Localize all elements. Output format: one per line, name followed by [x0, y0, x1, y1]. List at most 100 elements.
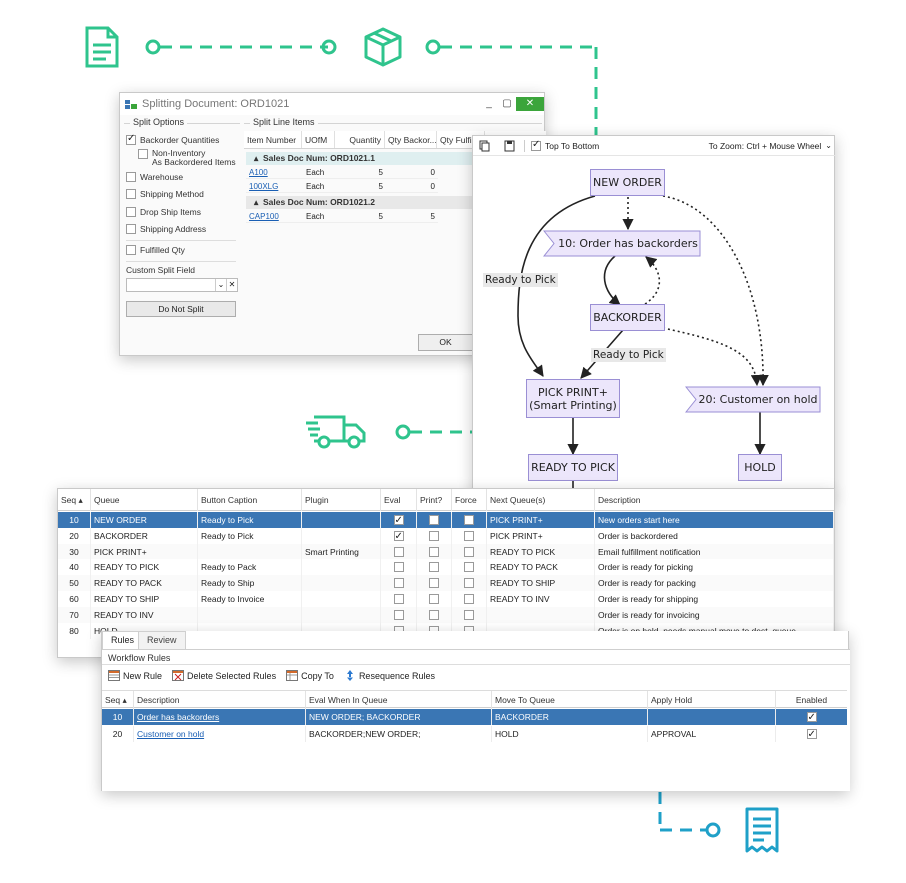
col-qty-backord[interactable]: Qty Backor...	[385, 131, 437, 148]
option-backorder-quantities[interactable]: Backorder Quantities	[126, 133, 219, 145]
cell-caption[interactable]	[198, 543, 302, 560]
cell-caption[interactable]	[198, 622, 302, 639]
col-eval-when-in-queue[interactable]: Eval When In Queue	[306, 691, 492, 709]
cell-caption[interactable]: Ready to Pick	[198, 512, 302, 528]
cell-desc[interactable]: Customer on hold	[134, 726, 306, 742]
option-warehouse[interactable]: Warehouse	[126, 172, 183, 182]
cell-plugin[interactable]	[302, 512, 381, 528]
node-hold[interactable]: HOLD	[738, 454, 782, 481]
cell-queue[interactable]: BACKORDER	[91, 527, 198, 544]
cell-caption[interactable]: Ready to Ship	[198, 575, 302, 592]
node-customer-on-hold[interactable]: 20: Customer on hold	[698, 393, 818, 406]
cell-seq[interactable]: 70	[58, 606, 91, 623]
group-row[interactable]: ▴ Sales Doc Num: ORD1021.2	[246, 196, 546, 209]
option-fulfilled-qty[interactable]: Fulfilled Qty	[126, 245, 185, 255]
cell-seq[interactable]: 40	[58, 559, 91, 576]
cell-queue[interactable]: READY TO SHIP	[91, 591, 198, 607]
option-drop-ship-items[interactable]: Drop Ship Items	[126, 207, 201, 217]
cell-caption[interactable]: Ready to Invoice	[198, 591, 302, 607]
cell-desc[interactable]: New orders start here	[595, 512, 834, 528]
cell-seq[interactable]: 20	[58, 527, 91, 544]
cell-seq[interactable]: 10	[58, 512, 91, 528]
cell-queue[interactable]: READY TO PICK	[91, 559, 198, 576]
cell-queue[interactable]: READY TO PACK	[91, 575, 198, 592]
cell-hold[interactable]	[648, 709, 776, 725]
cell-next[interactable]: PICK PRINT+	[487, 512, 595, 528]
node-new-order[interactable]: NEW ORDER	[590, 169, 665, 196]
cell-next[interactable]: PICK PRINT+	[487, 527, 595, 544]
col-queue[interactable]: Queue	[91, 489, 198, 511]
node-has-backorders[interactable]: 10: Order has backorders	[558, 237, 698, 250]
eval-checkbox[interactable]	[393, 562, 404, 573]
col-seq[interactable]: Seq ▴	[102, 691, 134, 709]
col-description[interactable]: Description	[134, 691, 306, 709]
cell-seq[interactable]: 30	[58, 543, 91, 560]
tab-rules[interactable]: Rules	[102, 631, 144, 649]
cell-plugin[interactable]	[302, 575, 381, 592]
cell-queue[interactable]: READY TO INV	[91, 606, 198, 623]
custom-split-combo[interactable]: ⌄ ✕	[126, 278, 238, 292]
top-to-bottom-checkbox[interactable]	[531, 139, 541, 151]
chevron-down-icon[interactable]: ⌄	[215, 279, 226, 291]
enabled-checkbox[interactable]	[806, 727, 817, 742]
line-item-row[interactable]: CAP100 Each 5 5	[246, 210, 438, 223]
cell-seq[interactable]: 80	[58, 622, 91, 639]
col-button-caption[interactable]: Button Caption	[198, 489, 302, 511]
force-checkbox[interactable]	[464, 515, 474, 525]
col-next-queues[interactable]: Next Queue(s)	[487, 489, 595, 511]
cell-seq[interactable]: 50	[58, 575, 91, 592]
checkbox[interactable]	[126, 245, 136, 255]
col-uofm[interactable]: UOfM	[302, 131, 335, 148]
group-row[interactable]: ▴ Sales Doc Num: ORD1021.1	[246, 152, 546, 165]
col-enabled[interactable]: Enabled	[795, 695, 828, 705]
force-checkbox[interactable]	[464, 594, 474, 604]
cell-next[interactable]: READY TO INV	[487, 591, 595, 607]
cell-desc[interactable]: Order is ready for packing	[595, 575, 834, 592]
node-backorder[interactable]: BACKORDER	[590, 304, 665, 331]
line-item-row[interactable]: 100XLG Each 5 0	[246, 180, 438, 193]
checkbox[interactable]	[138, 149, 148, 159]
cell-plugin[interactable]	[302, 606, 381, 623]
force-checkbox[interactable]	[464, 562, 474, 573]
col-plugin[interactable]: Plugin	[302, 489, 381, 511]
maximize-button[interactable]: ▢	[502, 98, 512, 109]
col-move-to-queue[interactable]: Move To Queue	[492, 691, 648, 709]
print-checkbox[interactable]	[429, 546, 439, 557]
cell-next[interactable]: READY TO SHIP	[487, 575, 595, 592]
node-ready-to-pick[interactable]: READY TO PICK	[528, 454, 618, 481]
checkbox[interactable]	[126, 224, 136, 234]
checkbox[interactable]	[126, 133, 136, 145]
print-checkbox[interactable]	[429, 515, 439, 525]
close-button[interactable]: ✕	[516, 97, 544, 111]
save-icon[interactable]	[504, 140, 515, 152]
print-checkbox[interactable]	[429, 594, 439, 604]
delete-selected-rules-button[interactable]: Delete Selected Rules	[172, 670, 276, 681]
cell-queue[interactable]: NEW ORDER	[91, 512, 198, 528]
cell-desc[interactable]: Order is backordered	[595, 527, 834, 544]
resequence-rules-button[interactable]: Resequence Rules	[344, 670, 435, 681]
line-item-row[interactable]: A100 Each 5 0	[246, 166, 438, 179]
cell-queue[interactable]: HOLD	[91, 622, 198, 639]
cell-caption[interactable]	[198, 606, 302, 623]
eval-checkbox[interactable]	[393, 546, 404, 557]
cell-hold[interactable]: APPROVAL	[648, 726, 776, 742]
cell-desc[interactable]: Order has backorders	[134, 709, 306, 725]
ok-button[interactable]: OK	[418, 334, 473, 351]
cell-caption[interactable]: Ready to Pack	[198, 559, 302, 576]
cell-eval_when[interactable]: BACKORDER;NEW ORDER;	[306, 726, 492, 742]
cell-desc[interactable]: Order is on hold, needs manual move to d…	[595, 622, 834, 639]
do-not-split-button[interactable]: Do Not Split	[126, 301, 236, 317]
cell-plugin[interactable]	[302, 527, 381, 544]
cell-eval_when[interactable]: NEW ORDER; BACKORDER	[306, 709, 492, 725]
force-checkbox[interactable]	[464, 578, 474, 589]
clear-icon[interactable]: ✕	[226, 279, 237, 291]
col-print[interactable]: Print?	[417, 489, 452, 511]
